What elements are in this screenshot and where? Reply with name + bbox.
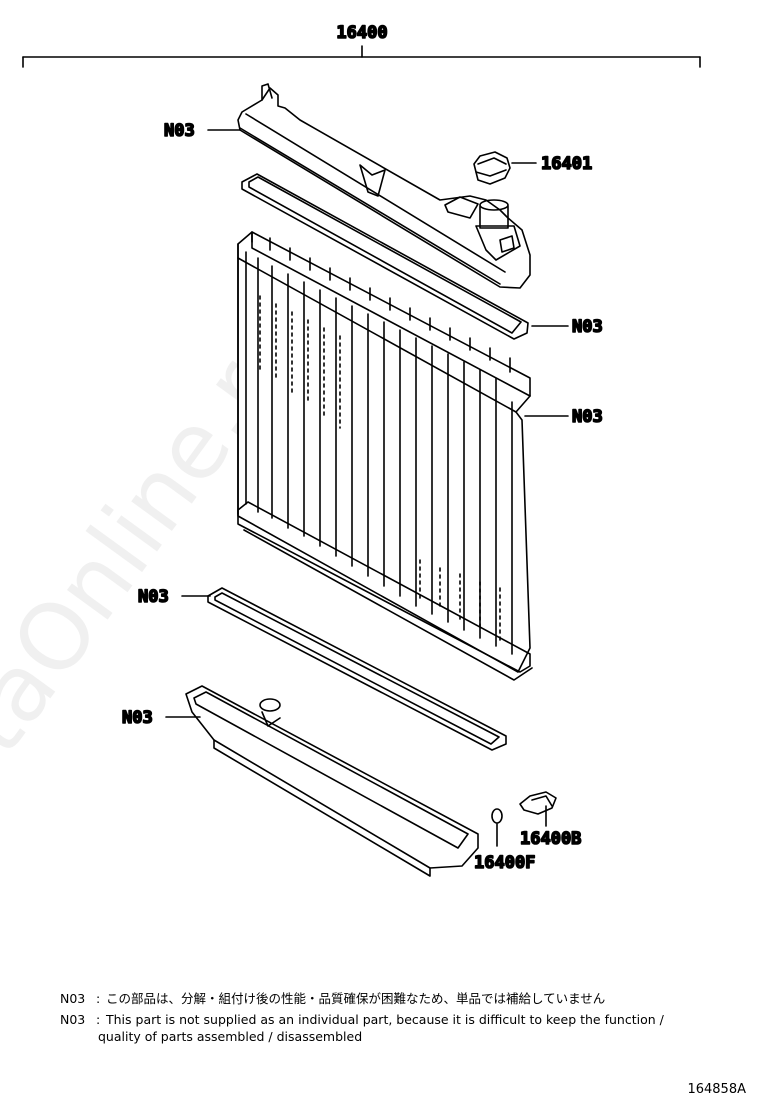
lower-gasket — [207, 587, 507, 751]
leader-lines — [165, 129, 569, 847]
note-code: N03 — [60, 991, 86, 1006]
label-cap: 16401 — [541, 154, 592, 174]
drain-packing — [491, 808, 503, 824]
figure-id: 164858A — [687, 1082, 746, 1097]
radiator-core — [237, 231, 533, 681]
assembly-bracket — [22, 45, 701, 68]
note-code: N03 — [60, 1012, 86, 1027]
label-lower-gasket: N03 — [138, 587, 169, 607]
note-text: この部品は、分解・組付け後の性能・品質確保が困難なため、単品では補給していません — [106, 991, 606, 1006]
radiator-cap — [473, 151, 511, 185]
upper-gasket — [241, 173, 529, 340]
note-text-line-2: quality of parts assembled / disassemble… — [98, 1029, 363, 1044]
label-lower-tank: N03 — [122, 708, 153, 728]
label-upper-gasket: N03 — [572, 317, 603, 337]
label-assembly: 16400 — [336, 23, 387, 43]
label-drain-packing: 16400F — [474, 853, 535, 873]
label-upper-tank: N03 — [164, 121, 195, 141]
note-text-line-1: This part is not supplied as an individu… — [106, 1012, 664, 1027]
upper-tank — [237, 83, 531, 289]
lower-tank — [185, 685, 479, 877]
note-japanese: N03:この部品は、分解・組付け後の性能・品質確保が困難なため、単品では補給して… — [60, 991, 606, 1006]
label-drain-cock: 16400B — [520, 829, 581, 849]
note-english: N03:This part is not supplied as an indi… — [60, 1012, 664, 1027]
drain-cock — [519, 791, 557, 815]
label-core: N03 — [572, 407, 603, 427]
